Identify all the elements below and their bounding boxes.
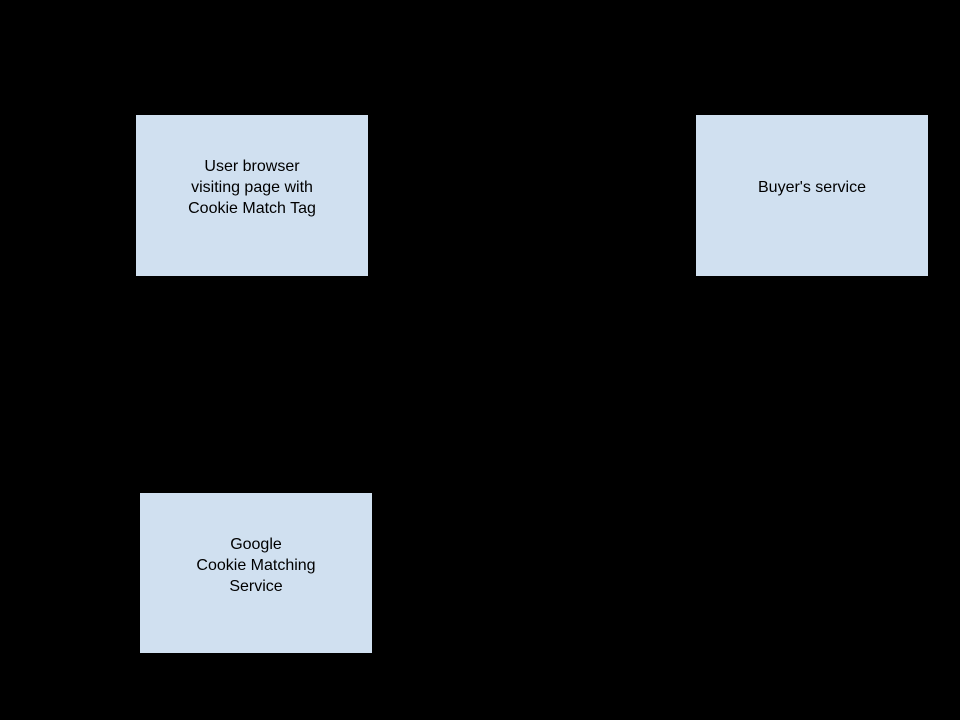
diagram-node-buyers-service-label: Buyer's service [758,179,866,196]
diagram-node-user-browser-label: User browser visiting page with Cookie M… [188,158,316,217]
diagram-node-user-browser[interactable]: User browser visiting page with Cookie M… [136,115,368,276]
diagram-node-buyers-service[interactable]: Buyer's service [696,115,928,276]
diagram-node-google-cookie-matching-service-label: Google Cookie Matching Service [196,535,316,595]
diagram-node-google-cookie-matching-service[interactable]: Google Cookie Matching Service [140,493,372,653]
